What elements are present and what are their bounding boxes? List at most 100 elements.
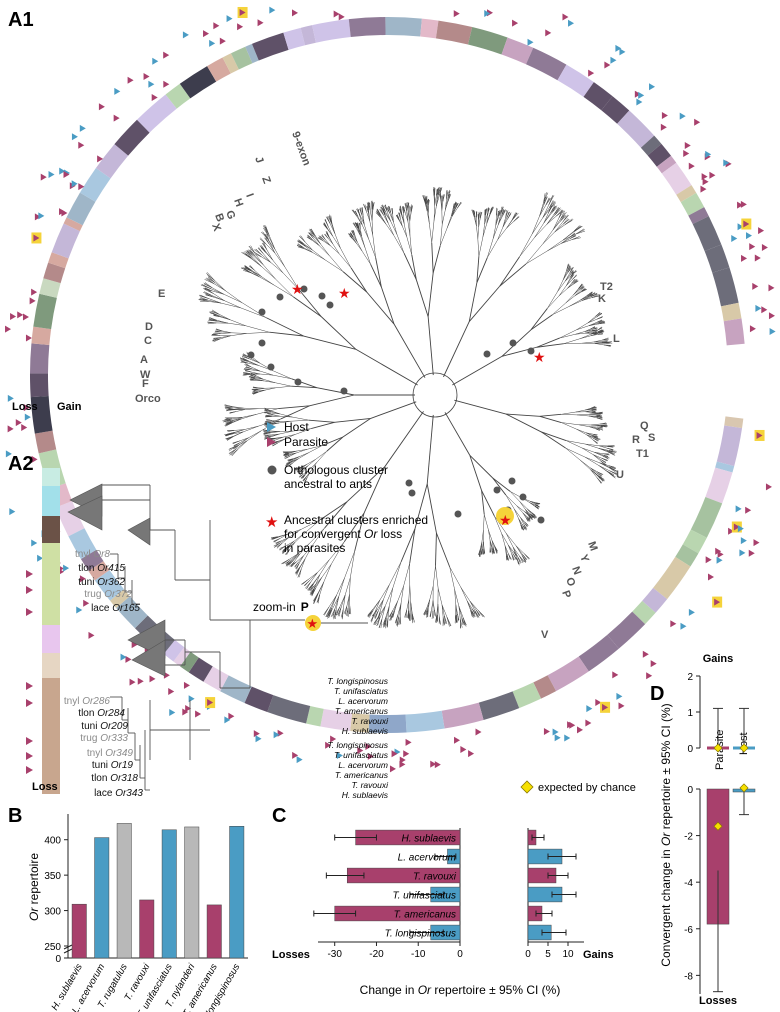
branch xyxy=(307,236,313,241)
branch xyxy=(449,566,455,590)
expected-diamond-icon xyxy=(520,780,534,794)
branch xyxy=(298,473,304,477)
clade-label: S xyxy=(648,432,655,444)
ring-segment xyxy=(533,675,557,699)
branch xyxy=(431,610,434,620)
svg-text:L. acervorum: L. acervorum xyxy=(338,696,388,706)
branch xyxy=(240,360,248,364)
enriched-star-icon: ★ xyxy=(338,285,351,301)
branch xyxy=(383,584,390,600)
branch xyxy=(372,235,376,258)
ring-segment xyxy=(165,83,191,109)
branch xyxy=(530,308,548,331)
gene-species: tlon xyxy=(91,773,110,784)
branch xyxy=(273,542,281,547)
branch xyxy=(581,447,594,455)
branch xyxy=(362,214,365,225)
legend-parasite-label: Parasite xyxy=(284,435,328,449)
branch xyxy=(540,431,567,441)
branch xyxy=(593,439,598,444)
branch xyxy=(588,414,596,416)
branch xyxy=(597,331,603,334)
parasite-triangle xyxy=(707,573,714,581)
branch xyxy=(312,250,326,261)
branch xyxy=(411,254,417,280)
branch xyxy=(251,366,261,372)
branch xyxy=(399,212,401,219)
branch xyxy=(403,223,408,237)
branch xyxy=(403,213,405,224)
parasite-triangle xyxy=(753,539,760,547)
branch xyxy=(357,209,361,216)
branch xyxy=(561,422,579,425)
clade-label: U xyxy=(616,469,624,481)
branch xyxy=(379,605,386,618)
ring-segment xyxy=(632,600,656,625)
branch xyxy=(292,428,312,432)
legend-orthologous-line2: ancestral to ants xyxy=(284,477,372,491)
branch xyxy=(476,226,479,239)
branch xyxy=(378,618,383,628)
branch xyxy=(230,319,246,326)
branch xyxy=(341,608,344,618)
branch xyxy=(284,266,300,290)
branch xyxy=(352,230,355,236)
branch xyxy=(402,226,408,237)
parasite-triangle xyxy=(701,173,708,181)
branch xyxy=(556,211,564,217)
branch xyxy=(439,228,448,246)
branch xyxy=(598,322,606,325)
parasite-triangle xyxy=(338,13,345,21)
ring-segment xyxy=(251,32,289,61)
species-stack-lower: T. longispinosus T. unifasciatus L. acer… xyxy=(327,740,389,800)
branch xyxy=(403,253,417,280)
branch xyxy=(592,327,598,330)
branch xyxy=(575,229,585,235)
parasite-triangle-icon xyxy=(267,437,276,447)
ring-segment xyxy=(578,634,619,672)
branch xyxy=(403,207,406,213)
branch xyxy=(309,394,355,407)
parasite-triangle xyxy=(59,208,66,216)
branch xyxy=(339,594,346,608)
parasite-triangle xyxy=(595,699,602,707)
branch xyxy=(232,431,244,435)
ring-segment xyxy=(435,20,473,45)
branch xyxy=(299,452,309,457)
host-triangle xyxy=(120,653,127,661)
branch xyxy=(585,443,599,446)
parasite-triangle xyxy=(612,671,619,679)
host-triangle xyxy=(71,133,78,141)
gene-label: tnyl Or8 xyxy=(75,549,110,560)
ring-segment xyxy=(88,561,110,581)
branch xyxy=(587,293,593,297)
parasite-triangle xyxy=(131,641,138,649)
branch xyxy=(408,211,411,222)
host-triangle xyxy=(31,539,38,547)
parasite-triangle xyxy=(562,13,569,21)
branch xyxy=(516,505,525,512)
parasite-triangle xyxy=(768,312,775,320)
branch xyxy=(266,418,272,421)
parasite-triangle xyxy=(163,80,170,88)
branch xyxy=(317,581,325,594)
branch xyxy=(585,443,599,449)
branch xyxy=(487,238,494,258)
panel-d: D Gains Losses Convergent change in Or r… xyxy=(650,653,756,1007)
branch xyxy=(439,224,443,246)
branch xyxy=(400,205,402,214)
branch xyxy=(547,291,558,309)
ring-segment xyxy=(350,713,370,733)
branch xyxy=(516,557,519,565)
gene-name: Or372 xyxy=(104,589,132,600)
branch xyxy=(267,412,273,415)
branch xyxy=(361,251,371,265)
branch xyxy=(324,219,329,227)
clade-label: C xyxy=(144,335,152,347)
branch xyxy=(452,355,503,386)
ring-segment xyxy=(405,710,445,733)
branch xyxy=(296,468,302,473)
branch xyxy=(291,458,299,462)
branch xyxy=(569,235,576,239)
